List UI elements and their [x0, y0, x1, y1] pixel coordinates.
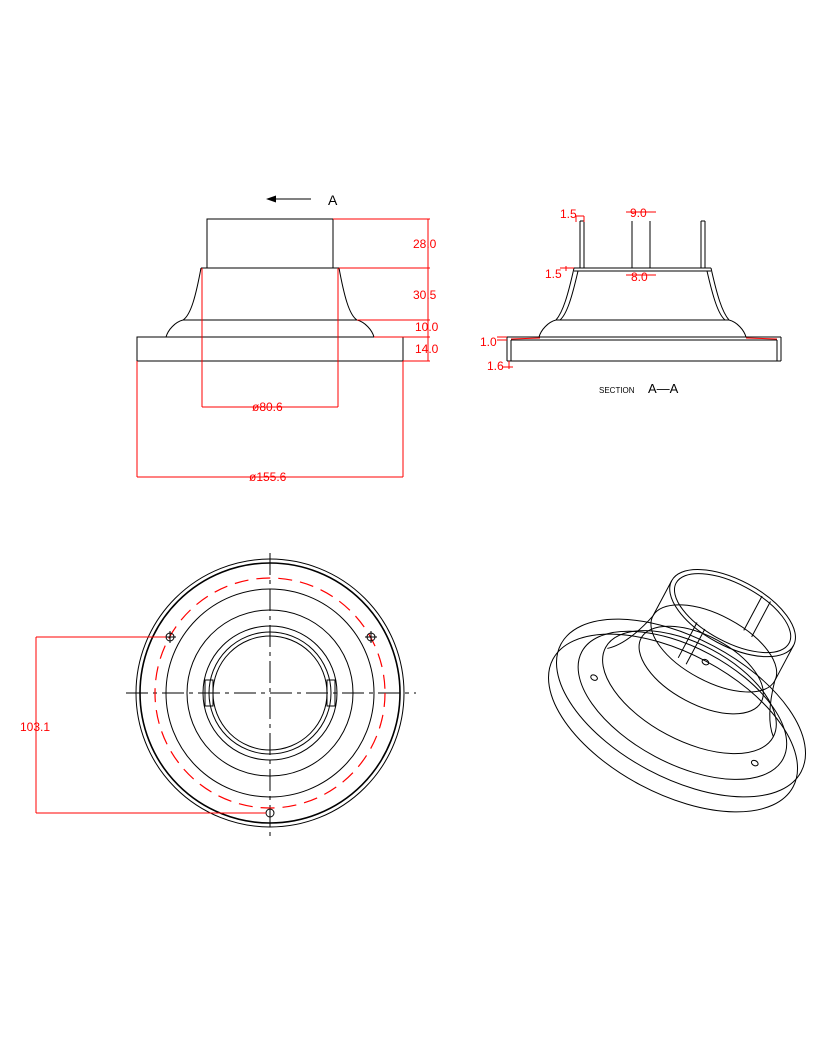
- dim-flange-top: 1.0: [480, 335, 497, 349]
- dim-tube-wall: 1.5: [560, 207, 577, 221]
- dim-height-28: 28.0: [413, 237, 437, 251]
- dim-flange-bottom: 1.6: [487, 359, 504, 373]
- dim-slot-top: 9.0: [630, 206, 647, 220]
- front-tube: [206, 218, 334, 269]
- front-cone: [182, 267, 358, 321]
- isometric-view: [548, 569, 806, 813]
- dim-slot-mid: 8.0: [631, 270, 648, 284]
- section-marker: A: [266, 192, 338, 208]
- front-view: 28.0 30.5 10.0 14.0 ø80.6 ø155.6: [136, 218, 439, 484]
- dim-height-14: 14.0: [415, 342, 439, 356]
- dim-outer-diameter: ø155.6: [249, 470, 287, 484]
- dim-height-30-5: 30.5: [413, 288, 437, 302]
- dim-shoulder-wall: 1.5: [545, 267, 562, 281]
- bolt-circle: [154, 577, 386, 809]
- top-view: 103.1: [20, 553, 416, 838]
- section-view: 1.5 9.0 1.5 8.0 1.0 1.6 SECTION A—A: [480, 206, 782, 396]
- dim-inner-diameter: ø80.6: [252, 400, 283, 414]
- front-flange: [136, 336, 404, 362]
- section-caption-small: SECTION: [599, 386, 635, 395]
- dim-bolt-circle: 103.1: [20, 720, 50, 734]
- section-caption-big: A—A: [648, 381, 679, 396]
- section-marker-letter: A: [328, 192, 338, 208]
- dim-height-10: 10.0: [415, 320, 439, 334]
